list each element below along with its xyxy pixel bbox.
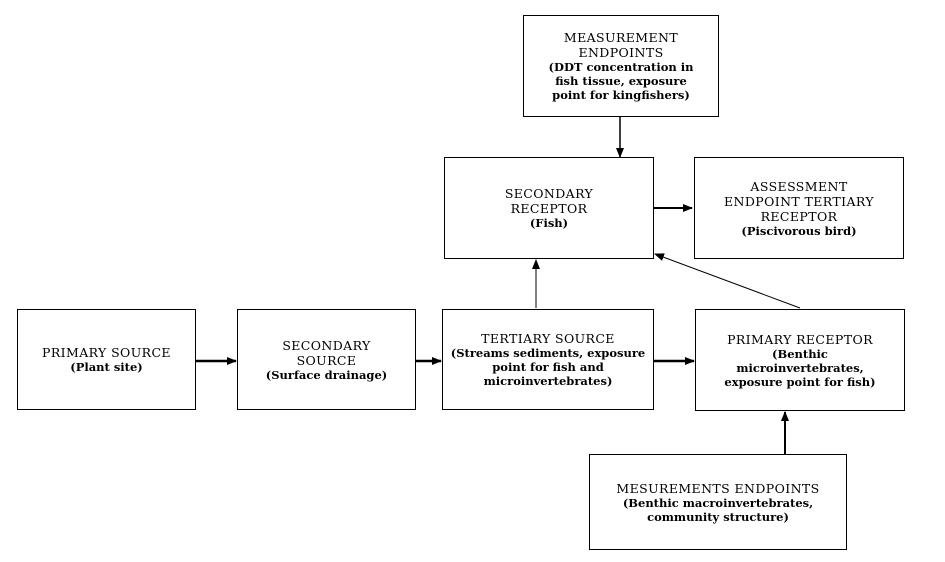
- measurement-endpoints-title: MEASUREMENT ENDPOINTS: [563, 30, 679, 60]
- secondary-source-title: SECONDARY SOURCE: [282, 337, 371, 368]
- secondary-receptor-title: SECONDARY RECEPTOR: [504, 186, 594, 216]
- tertiary-source-title: TERTIARY SOURCE: [481, 331, 615, 346]
- primary-receptor-subtitle: (Benthic microinvertebrates, exposure po…: [724, 346, 876, 389]
- primary-receptor-title: PRIMARY RECEPTOR: [727, 331, 873, 347]
- tertiary-source-subtitle: (Streams sediments, exposure point for f…: [450, 346, 646, 388]
- primary-receptor-box: PRIMARY RECEPTOR (Benthic microinvertebr…: [695, 309, 905, 411]
- measurements-endpoints-bottom-title: MESUREMENTS ENDPOINTS: [616, 480, 820, 496]
- secondary-source-subtitle: (Surface drainage): [265, 367, 388, 382]
- measurements-endpoints-bottom-subtitle: (Benthic macroinvertebrates, community s…: [622, 495, 814, 524]
- arrow-primary-receptor-to-secondary-receptor: [654, 253, 801, 309]
- secondary-source-box: SECONDARY SOURCE (Surface drainage): [237, 309, 416, 410]
- tertiary-source-box: TERTIARY SOURCE (Streams sediments, expo…: [442, 309, 654, 410]
- primary-source-box: PRIMARY SOURCE (Plant site): [17, 309, 196, 410]
- secondary-receptor-subtitle: (Fish): [529, 216, 569, 230]
- secondary-receptor-box: SECONDARY RECEPTOR (Fish): [444, 157, 654, 259]
- assessment-endpoint-box: ASSESSMENT ENDPOINT TERTIARY RECEPTOR (P…: [694, 157, 904, 259]
- assessment-endpoint-title: ASSESSMENT ENDPOINT TERTIARY RECEPTOR: [724, 178, 874, 224]
- measurement-endpoints-subtitle: (DDT concentration in fish tissue, expos…: [548, 60, 694, 102]
- primary-source-subtitle: (Plant site): [70, 360, 143, 374]
- measurement-endpoints-box: MEASUREMENT ENDPOINTS (DDT concentration…: [523, 15, 719, 117]
- measurements-endpoints-bottom-box: MESUREMENTS ENDPOINTS (Benthic macroinve…: [589, 454, 847, 550]
- assessment-endpoint-subtitle: (Piscivorous bird): [741, 223, 857, 238]
- primary-source-title: PRIMARY SOURCE: [42, 345, 171, 360]
